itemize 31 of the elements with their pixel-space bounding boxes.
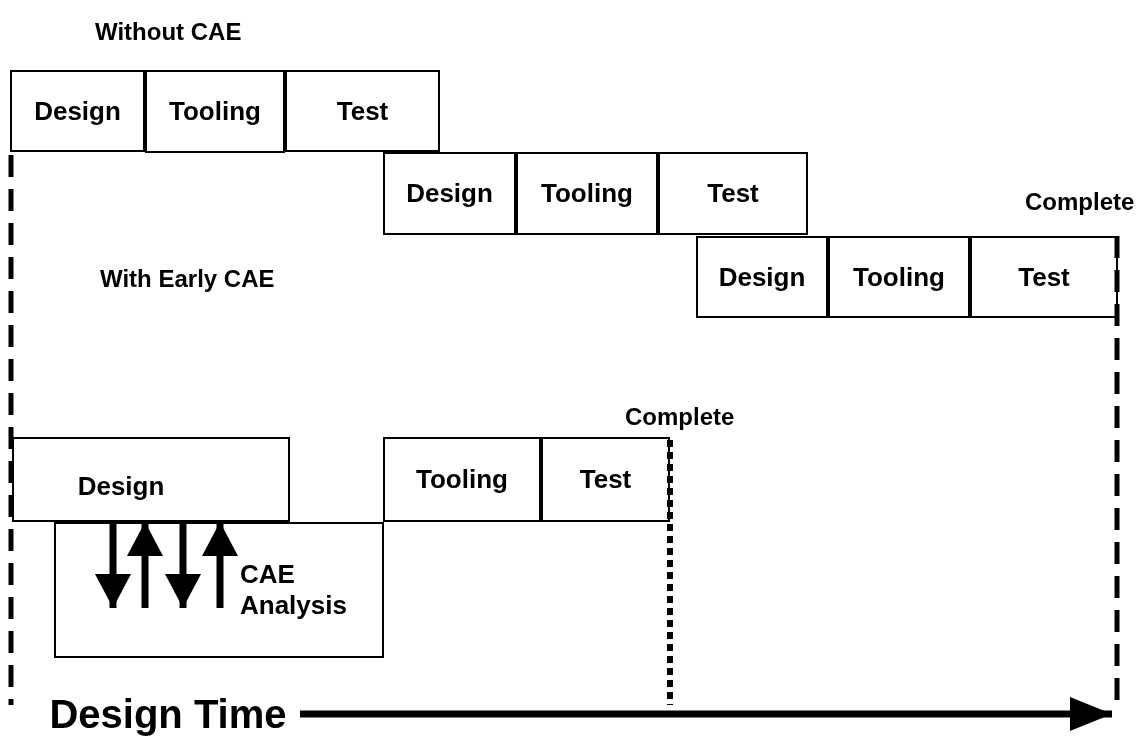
milestone-label: Complete <box>1025 188 1135 216</box>
task-label: Design <box>406 178 493 209</box>
task-label: Design <box>718 261 806 293</box>
task-label: Tooling <box>853 261 945 293</box>
task-label: Design <box>34 95 121 127</box>
axis-title: Design Time <box>49 691 287 737</box>
task-box <box>12 437 290 522</box>
task-box <box>383 437 541 522</box>
task-box <box>285 70 440 152</box>
task-label: Tooling <box>169 96 261 127</box>
task-label: Tooling <box>416 464 508 495</box>
task-label: Test <box>579 464 632 495</box>
task-label: Design <box>77 471 165 502</box>
task-box <box>541 437 670 522</box>
milestone-label: Complete <box>625 403 735 431</box>
scenario-heading: With Early CAE <box>100 265 275 293</box>
task-label: Tooling <box>541 178 633 209</box>
task-box <box>828 236 970 318</box>
task-box <box>10 70 145 152</box>
task-label: Test <box>707 178 759 209</box>
task-box <box>383 152 516 235</box>
task-box <box>145 70 285 153</box>
task-box <box>970 236 1118 318</box>
task-box <box>54 522 384 658</box>
scenario-heading: Without CAE <box>95 18 242 46</box>
task-label: Test <box>336 95 389 127</box>
task-box <box>658 152 808 235</box>
task-box <box>696 236 828 318</box>
task-box <box>516 152 658 235</box>
task-label: CAE Analysis <box>240 559 348 621</box>
task-label: Test <box>1018 261 1070 293</box>
